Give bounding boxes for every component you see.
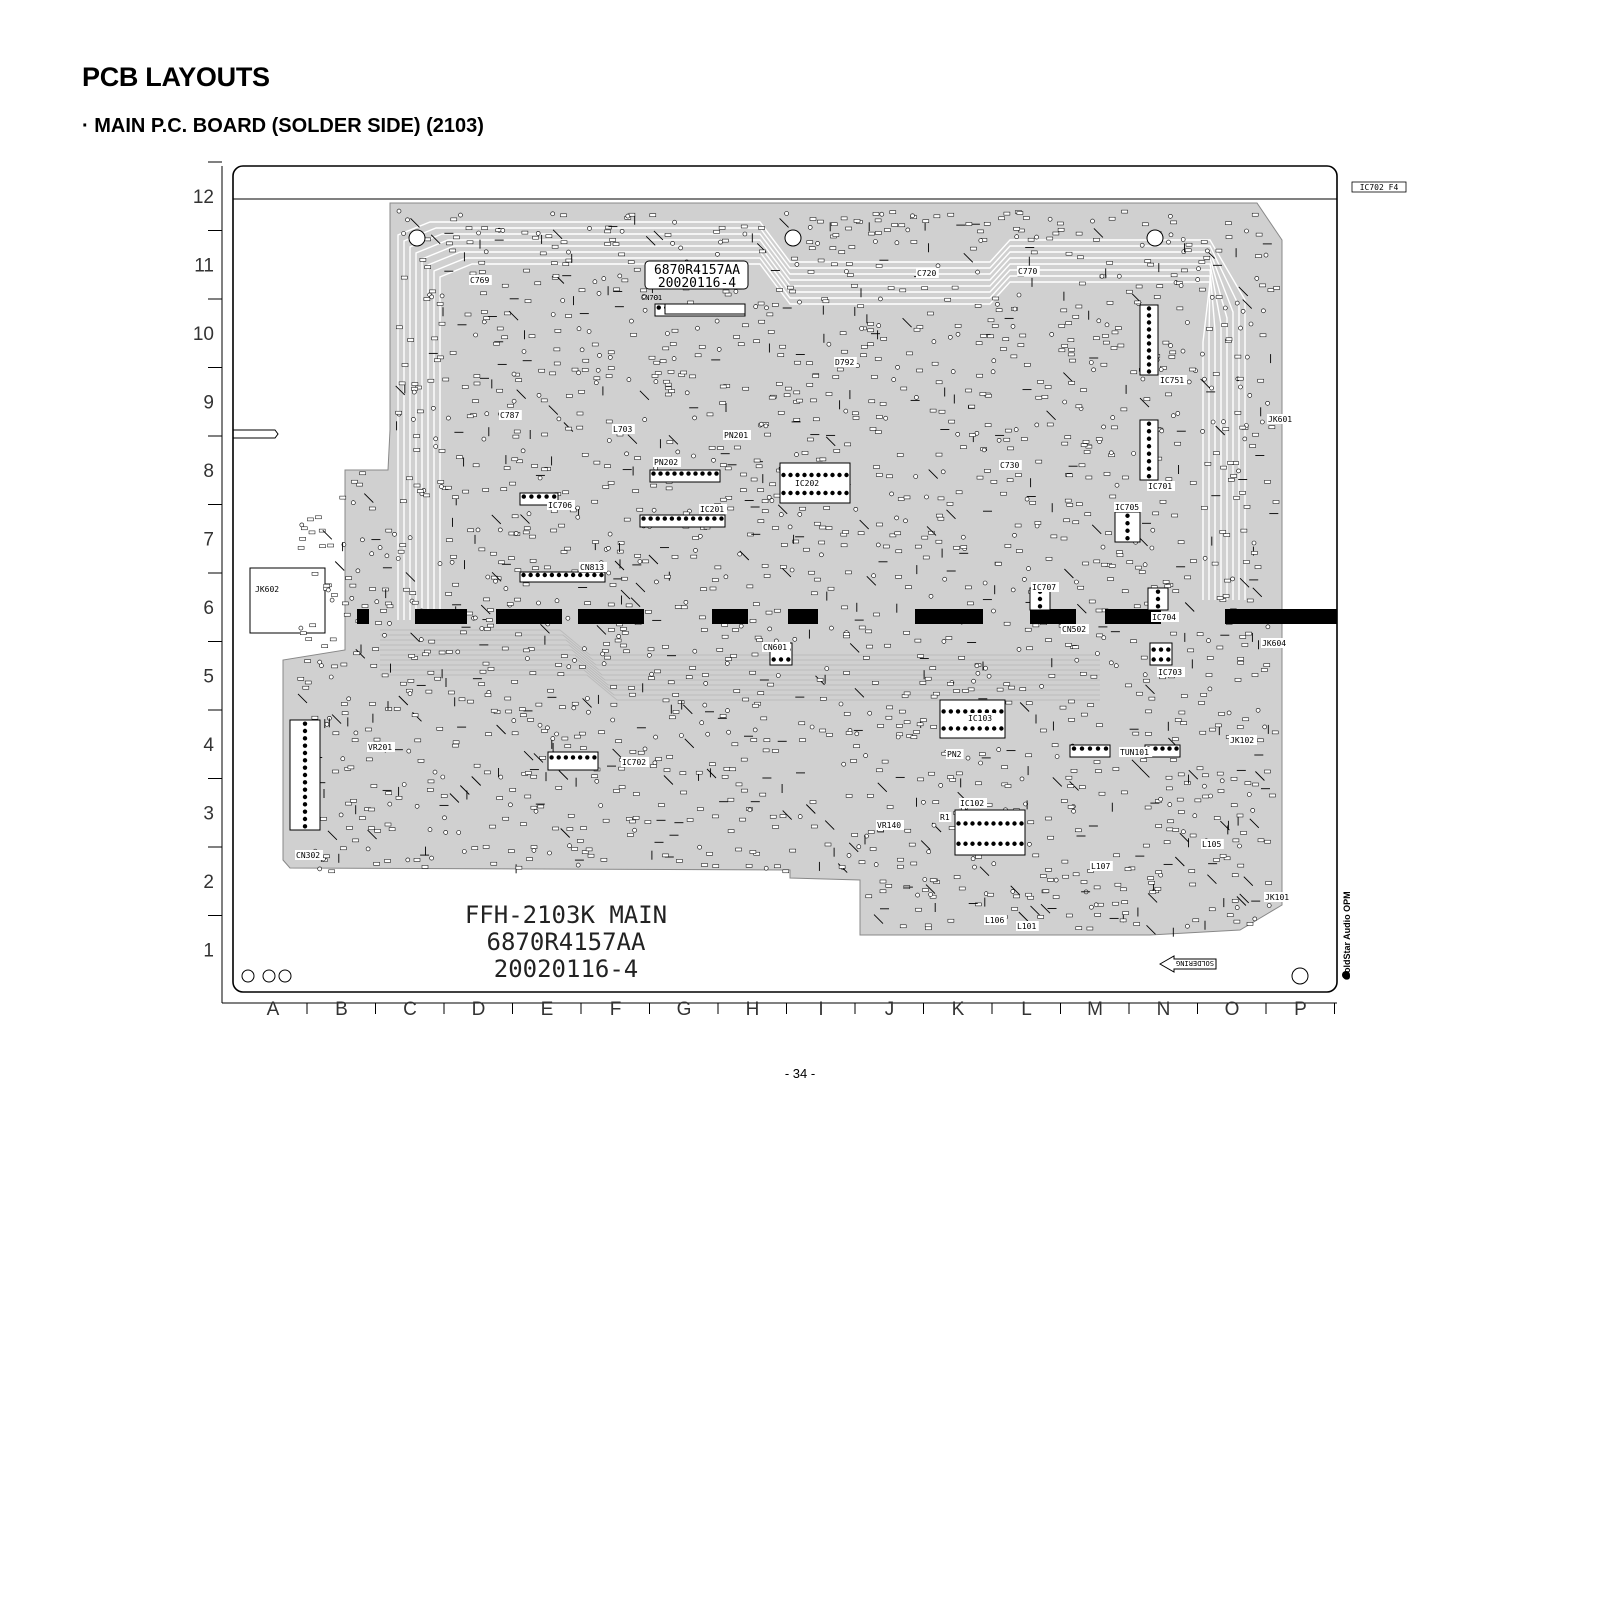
component-ref: TUN101: [1120, 748, 1149, 757]
row-labels: 12 11 10 9 8 7 6 5 4 3 2 1: [193, 187, 215, 962]
jk602-outline: [249, 567, 326, 634]
component-ref: D792: [835, 358, 854, 367]
column-label: L: [1021, 999, 1032, 1020]
grid-frame: [208, 161, 1337, 1014]
component-ref: IC102: [960, 799, 984, 808]
component-ref: PN2: [947, 750, 962, 759]
component-ref: L106: [985, 916, 1004, 925]
column-label: P: [1294, 999, 1307, 1020]
component-ref: L105: [1202, 840, 1221, 849]
component-ref: JK102: [1230, 736, 1254, 745]
vendor-label: GoldStar Audio OPM: [1342, 891, 1352, 980]
component-ref: PN202: [654, 458, 678, 467]
column-label: K: [952, 999, 965, 1020]
ground-bar: [357, 609, 1337, 624]
column-label: F: [610, 999, 622, 1020]
copper-area: [249, 202, 1283, 936]
component-ref: JK602: [255, 585, 279, 594]
board-subtitle: · MAIN P.C. BOARD (SOLDER SIDE) (2103): [82, 115, 484, 137]
column-label: H: [746, 999, 760, 1020]
component-ref: IC702: [622, 758, 646, 767]
component-ref: C720: [917, 269, 936, 278]
page-title: PCB LAYOUTS: [82, 62, 270, 92]
board-marking-line1: FFH-2103K MAIN: [465, 901, 667, 929]
mounting-holes: [241, 229, 1309, 985]
component-ref: C770: [1018, 267, 1037, 276]
column-label: O: [1225, 999, 1240, 1020]
column-label: N: [1157, 999, 1171, 1020]
row-label: 10: [193, 324, 214, 345]
vendor-mark: GoldStar Audio OPM: [1342, 891, 1352, 980]
component-ref: JK101: [1265, 893, 1289, 902]
column-label: B: [335, 999, 348, 1020]
board-marking: FFH-2103K MAIN 6870R4157AA 20020116-4: [465, 901, 667, 983]
row-label: 12: [193, 187, 214, 208]
row-label: 8: [203, 461, 214, 482]
board-marking-line2: 6870R4157AA: [487, 928, 646, 956]
row-label: 2: [203, 872, 214, 893]
row-label: 3: [203, 804, 214, 825]
component-ref: IC201: [700, 505, 724, 514]
component-ref: L107: [1091, 862, 1110, 871]
component-ref: IC705: [1115, 503, 1139, 512]
column-label: M: [1087, 999, 1103, 1020]
soldering-arrow: SOLDERING: [1158, 955, 1217, 973]
component-ref: CN502: [1062, 625, 1086, 634]
row-label: 6: [203, 598, 214, 619]
component-ref: R1: [940, 813, 950, 822]
component-ref: CN813: [580, 563, 604, 572]
component-ref: PN201: [724, 431, 748, 440]
board-marking-line3: 20020116-4: [494, 955, 639, 983]
component-ref: VR201: [368, 743, 392, 752]
column-label: J: [885, 999, 895, 1020]
row-label: 5: [203, 667, 214, 688]
row-label: 7: [203, 530, 214, 551]
column-labels: A B C D E F G H I J K L M N O P: [267, 999, 1307, 1020]
column-label: I: [818, 999, 823, 1020]
component-ref: JK604: [1262, 639, 1286, 648]
component-ref: VR140: [877, 821, 901, 830]
component-ref: IC751: [1160, 376, 1184, 385]
component-ref: L703: [613, 425, 632, 434]
board-id-part: 6870R4157AA: [654, 263, 740, 278]
column-label: D: [472, 999, 486, 1020]
ic-packages: [289, 303, 1181, 856]
column-label: A: [267, 999, 280, 1020]
column-label: G: [677, 999, 692, 1020]
callout-ic702: IC702 F4: [1351, 181, 1407, 193]
row-label: 4: [203, 735, 214, 756]
column-label: C: [403, 999, 417, 1020]
row-label: 11: [194, 256, 214, 277]
cn701-label: CN701: [641, 294, 662, 302]
component-ref: CN302: [296, 851, 320, 860]
row-label: 9: [203, 393, 214, 414]
component-ref: IC703: [1158, 668, 1182, 677]
component-ref: IC202: [795, 479, 819, 488]
component-ref: CN601: [763, 643, 787, 652]
pad-field: [297, 208, 1280, 937]
component-ref: C769: [470, 276, 489, 285]
component-ref: C730: [1000, 461, 1019, 470]
column-label: E: [541, 999, 554, 1020]
component-ref: IC704: [1152, 613, 1176, 622]
component-ref: IC103: [968, 714, 992, 723]
page-number: - 34 -: [784, 1066, 816, 1081]
component-ref: L101: [1017, 922, 1036, 931]
soldering-label: SOLDERING: [1176, 959, 1214, 967]
component-ref: IC701: [1148, 482, 1172, 491]
row-label: 1: [203, 941, 214, 962]
callout-text: IC702 F4: [1360, 183, 1399, 192]
board-id-date: 20020116-4: [658, 276, 736, 291]
component-ref: C787: [500, 411, 519, 420]
board-id-block: 6870R4157AA 20020116-4 CN701: [641, 260, 749, 315]
component-ref: JK601: [1268, 415, 1292, 424]
component-ref: IC706: [548, 501, 572, 510]
component-ref: IC707: [1032, 583, 1056, 592]
